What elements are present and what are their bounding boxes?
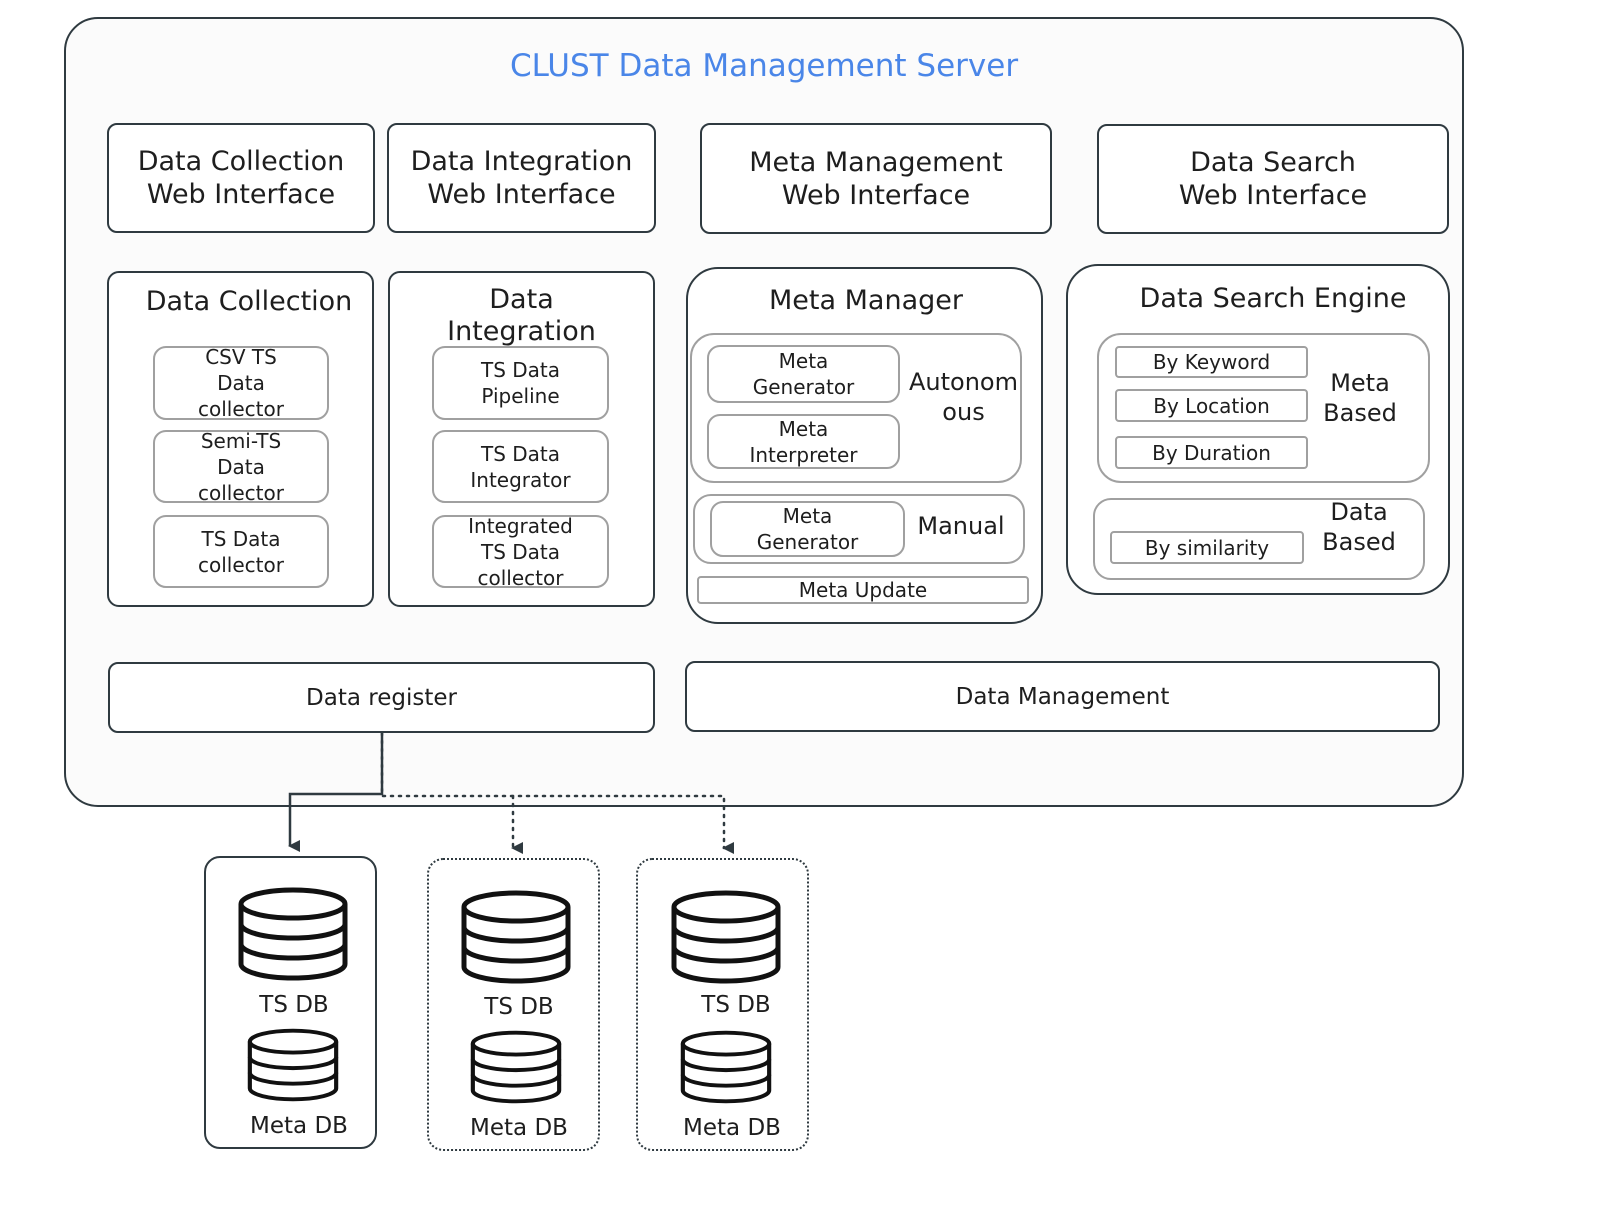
data-collection-title: Data Collection [145,286,353,317]
group-label-line1: Autonom [909,368,1018,396]
ts-db-label: TS DB [259,992,329,1018]
server-title: CLUST Data Management Server [509,48,1019,84]
group-label-line2: Based [1323,399,1397,427]
module-line1: CSV TS [205,345,277,369]
dotted-connector [380,731,734,854]
semi-ts-data-collector: Semi-TS Data collector [153,428,329,505]
meta-manager-title: Meta Manager [769,285,963,316]
data-integration-web-interface: Data Integration Web Interface [387,123,656,233]
panel-title-line2: Integration [447,316,596,347]
module-line1: TS Data [480,358,561,382]
data-based-label: Data Based [1310,496,1408,558]
module-line2: Pipeline [481,384,560,408]
web-interface-line1: Data Search [1190,147,1356,178]
data-collection-web-interface: Data Collection Web Interface [107,123,375,233]
module-line2: TS Data [480,539,561,564]
web-interface-line2: Web Interface [781,179,971,211]
module-line1: TS Data [201,526,281,551]
module-line1: Meta [778,349,829,373]
data-integration-title: Data Integration [388,284,655,348]
meta-interpreter: Meta Interpreter [707,414,900,469]
data-management: Data Management [685,661,1440,732]
meta-based-label: Meta Based [1310,367,1410,429]
manual-label: Manual [917,512,1005,540]
meta-db-icon [473,1033,559,1102]
panel-title-line1: Data [489,284,554,315]
group-label-line2: Based [1322,528,1396,556]
by-similarity: By similarity [1110,531,1304,564]
web-interface-line1: Data Integration [410,146,633,177]
meta-management-web-interface: Meta Management Web Interface [700,123,1052,234]
web-interface-line1: Data Collection [137,146,345,177]
meta-db-icon [683,1033,769,1102]
group-label-line2: ous [942,398,985,426]
meta-db-label: Meta DB [470,1115,568,1141]
module-line2: collector [198,552,284,577]
data-register: Data register [108,662,655,733]
module-line3: collector [198,397,284,421]
module-line2: Integrator [470,467,571,492]
meta-db-icon [250,1031,336,1100]
meta-update: Meta Update [697,576,1029,604]
web-interface-line2: Web Interface [146,179,336,210]
module-line2: Generator [756,530,859,554]
by-location: By Location [1115,389,1308,422]
integrated-ts-data-collector: Integrated TS Data collector [432,513,609,590]
web-interface-line2: Web Interface [427,179,616,210]
ts-db-icon [674,893,778,981]
data-search-engine-title: Data Search Engine [1139,283,1407,314]
by-duration: By Duration [1115,436,1308,469]
module-line1: Meta [782,504,833,528]
module-line1: Integrated [468,513,573,538]
csv-ts-data-collector: CSV TS Data collector [153,345,329,421]
ts-data-collector: TS Data collector [153,515,329,588]
ts-db-label: TS DB [701,992,771,1018]
module-line2: Data [217,454,265,479]
ts-db-icon [241,890,345,978]
module-line3: collector [477,565,564,590]
autonomous-label: Autonom ous [905,366,1022,428]
ts-data-integrator: TS Data Integrator [432,430,609,503]
meta-generator-autonomous: Meta Generator [707,345,900,403]
module-line2: Data [217,371,265,395]
group-label-line1: Data [1330,498,1388,526]
ts-db-label: TS DB [484,994,554,1020]
data-search-web-interface: Data Search Web Interface [1097,124,1449,234]
meta-db-label: Meta DB [250,1113,348,1139]
module-line1: Meta [778,416,829,441]
meta-generator-manual: Meta Generator [710,501,905,557]
ts-data-pipeline: TS Data Pipeline [432,346,609,420]
module-line1: Semi-TS [200,428,282,453]
module-line2: Interpreter [749,442,858,467]
group-label-line1: Meta [1330,369,1390,397]
module-line1: TS Data [480,441,561,466]
module-line2: Generator [752,375,855,399]
by-keyword: By Keyword [1115,346,1308,378]
ts-db-icon [464,893,568,981]
web-interface-line2: Web Interface [1178,180,1368,211]
solid-connector [288,733,384,852]
module-line3: collector [198,480,284,505]
web-interface-line1: Meta Management [749,146,1003,178]
meta-db-label: Meta DB [683,1115,781,1141]
